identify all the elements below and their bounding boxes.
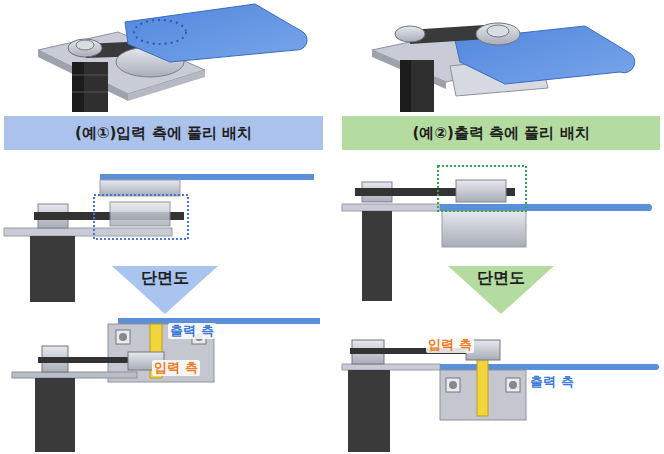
side-view-input-part [30, 236, 75, 302]
section-input-part [118, 318, 320, 324]
side-view-output-part [342, 204, 440, 211]
side-view-input-part [4, 228, 172, 236]
render-output-pulley-part [400, 60, 411, 112]
render-input-pulley-part [72, 75, 108, 76]
arrow-shape [448, 266, 554, 314]
render-input-pulley [38, 4, 307, 112]
section-output-part [509, 381, 517, 389]
render-output-pulley-part [400, 60, 434, 112]
side-label: 입력 측 [426, 337, 474, 353]
side-view-output-part [438, 166, 526, 211]
section-input-part [12, 372, 137, 378]
section-input [12, 318, 320, 452]
side-view-input-part [100, 174, 314, 180]
title-band: (예②)출력 측에 풀리 배치 [342, 116, 660, 150]
section-input-part [35, 378, 75, 452]
section-output-part [446, 378, 460, 392]
section-arrow: 단면도 [112, 266, 218, 314]
side-view-output-part [440, 204, 652, 211]
render-input-pulley-part [72, 62, 108, 112]
render-output-pulley [372, 23, 635, 112]
arrow-label: 단면도 [112, 268, 218, 289]
section-output-part [348, 370, 390, 452]
side-label: 출력 측 [528, 374, 576, 390]
render-input-pulley-part [125, 4, 307, 62]
render-input-pulley-part [68, 39, 102, 57]
arrow-label: 단면도 [448, 268, 554, 289]
render-input-pulley-part [72, 62, 84, 112]
band-title: (예①)입력 측에 풀리 배치 [4, 124, 323, 143]
render-output-pulley-part [395, 26, 425, 42]
render-output-pulley-part [487, 25, 509, 37]
section-output-part [449, 381, 457, 389]
render-input-pulley-part [76, 40, 94, 50]
side-view-output-part [456, 180, 506, 202]
section-output-part [342, 364, 440, 370]
title-band: (예①)입력 측에 풀리 배치 [4, 116, 323, 150]
side-view-input [4, 174, 314, 302]
side-view-output [342, 166, 652, 301]
render-input-pulley-part [72, 92, 108, 93]
section-output [342, 340, 659, 452]
section-output-part [506, 378, 520, 392]
section-input-part [119, 333, 127, 341]
side-view-input-part [94, 195, 188, 239]
section-output-part [440, 364, 659, 370]
side-view-input-part [110, 202, 170, 226]
arrow-shape [112, 266, 218, 314]
side-view-input-part [100, 180, 180, 196]
side-label: 출력 측 [168, 323, 216, 339]
section-input-part [116, 330, 130, 344]
render-input-pulley-part [134, 20, 186, 44]
side-view-output-part [362, 211, 392, 301]
section-arrow: 단면도 [448, 266, 554, 314]
render-output-pulley-part [476, 23, 520, 45]
side-label: 입력 측 [152, 360, 200, 376]
side-view-output-part [442, 211, 526, 247]
band-title: (예②)출력 측에 풀리 배치 [342, 124, 660, 143]
